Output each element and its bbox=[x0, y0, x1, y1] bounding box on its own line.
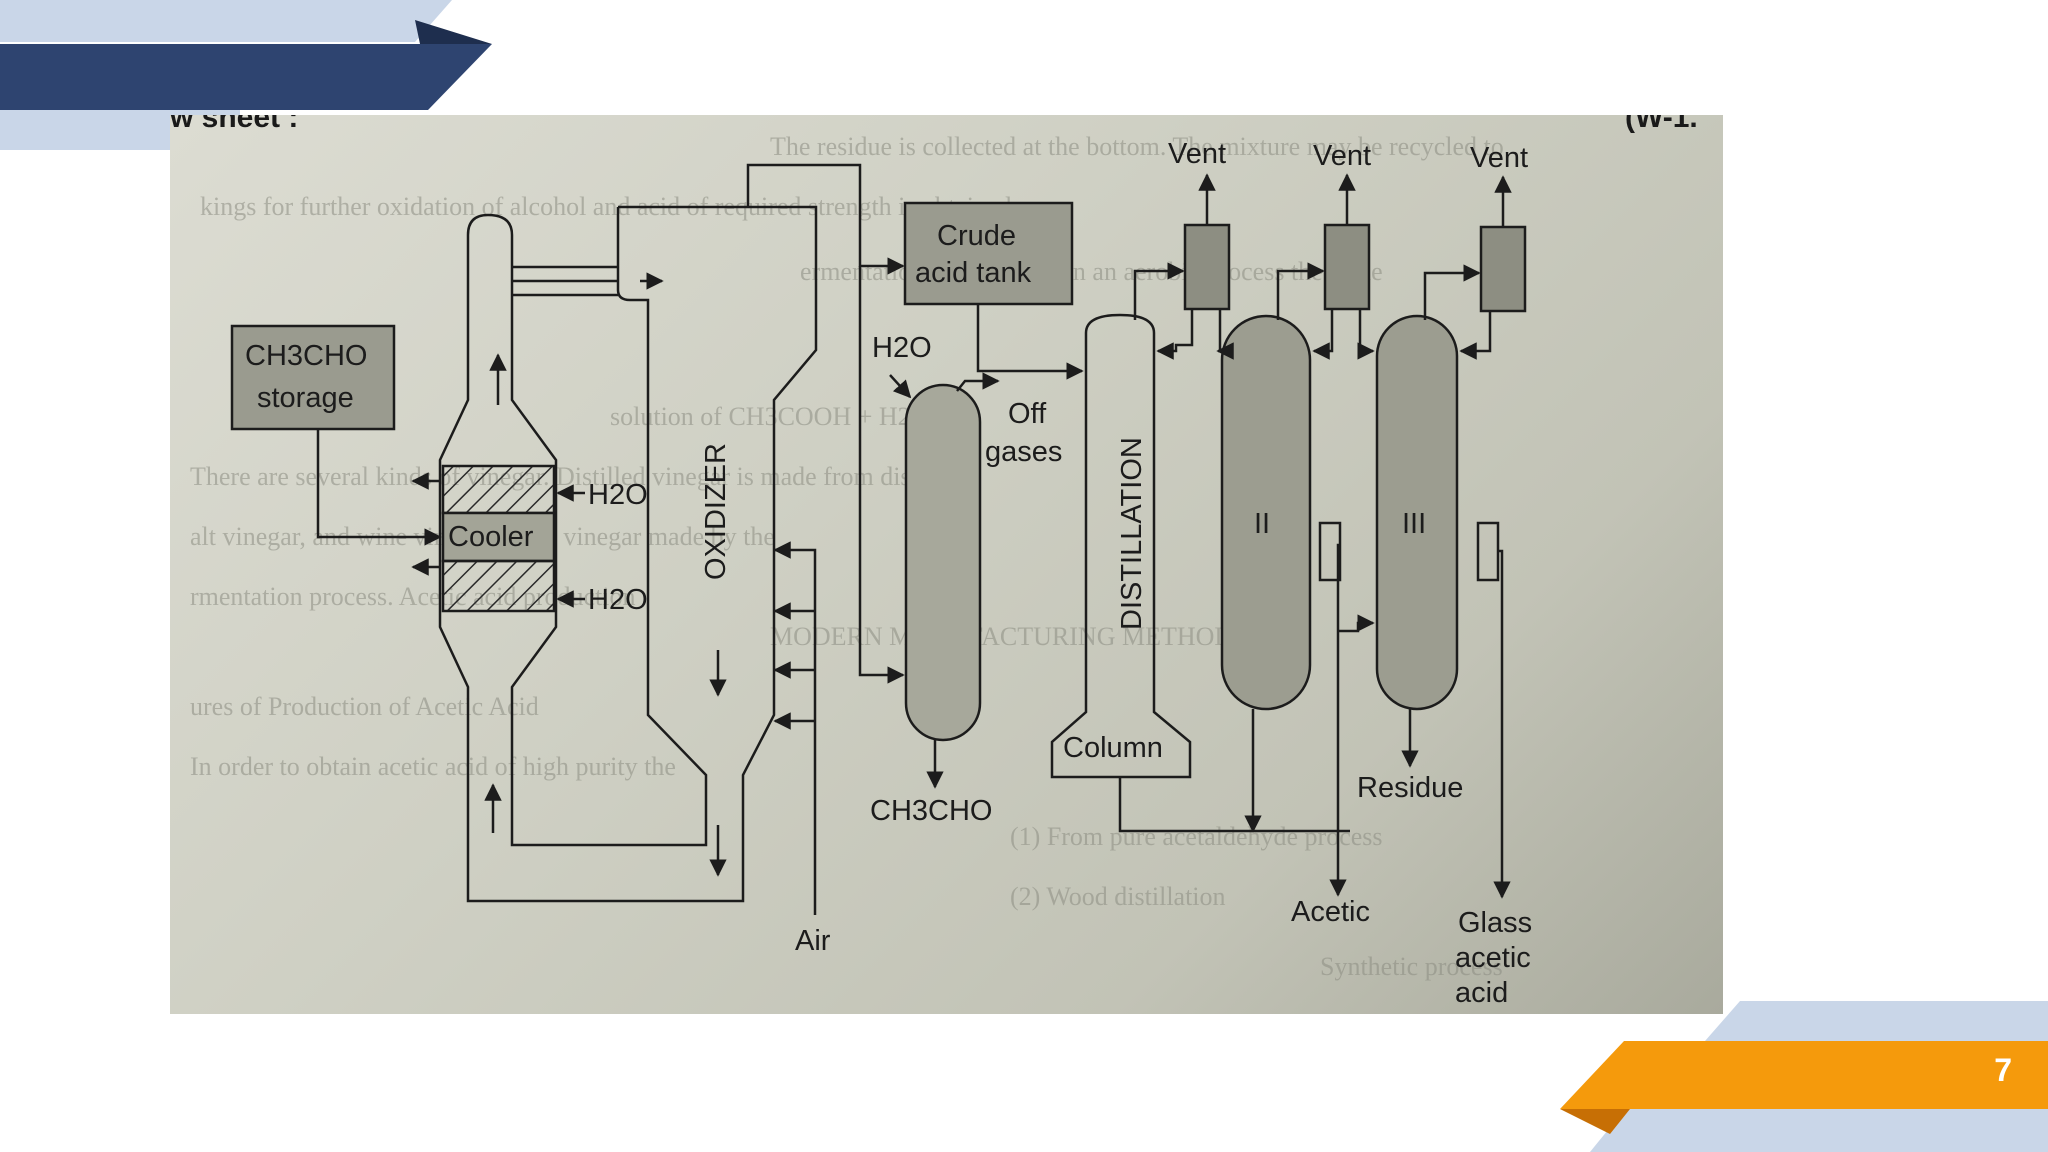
condenser-1-reflux bbox=[1156, 309, 1194, 360]
distillation-label: DISTILLATION bbox=[1116, 437, 1148, 630]
column-iii-side-draw bbox=[1476, 521, 1500, 582]
storage-label-1: CH3CHO bbox=[245, 340, 367, 372]
ch3cho-storage-tank bbox=[230, 324, 396, 431]
ghost-line: There are several kinds of vinegar. Dist… bbox=[190, 462, 964, 491]
column-ii-vessel bbox=[1220, 314, 1312, 711]
column-ii-to-condenser-line bbox=[1276, 262, 1325, 320]
cooler-upper-hatch bbox=[441, 464, 556, 515]
water-label-1: H2O bbox=[588, 479, 648, 511]
cooler-label: Cooler bbox=[448, 521, 534, 553]
ghost-line: The residue is collected at the bottom. … bbox=[770, 132, 1504, 161]
oxidizer-vessel bbox=[618, 205, 818, 805]
separator-product-label: CH3CHO bbox=[870, 795, 992, 827]
condenser-2 bbox=[1323, 223, 1371, 311]
photo-top-text: w sheet : bbox=[170, 115, 298, 134]
bottom-right-orange-fold bbox=[1560, 1109, 1630, 1134]
column-iii-to-condenser-line bbox=[1423, 264, 1481, 320]
ghost-line: rmentation process. Acetic acid producti… bbox=[190, 582, 635, 611]
glass-label-3: acid bbox=[1455, 977, 1508, 1009]
storage-label-2: storage bbox=[257, 382, 354, 414]
acetic-label: Acetic bbox=[1291, 896, 1370, 928]
reactor-vessel-left bbox=[438, 235, 745, 903]
ghost-line: (1) From pure acetaldehyde process bbox=[1010, 822, 1383, 851]
ghost-line: (2) Wood distillation bbox=[1010, 882, 1226, 911]
ghost-line: kings for further oxidation of alcohol a… bbox=[200, 192, 1012, 221]
glass-acid-outlet-line bbox=[1493, 549, 1511, 899]
top-left-light-ribbon bbox=[0, 0, 452, 42]
ghost-line: ures of Production of Acetic Acid bbox=[190, 692, 539, 721]
oxidizer-label: OXIDIZER bbox=[700, 443, 732, 580]
column-ii-side-draw bbox=[1318, 521, 1342, 582]
condenser-1 bbox=[1183, 223, 1231, 311]
separator-vessel bbox=[904, 383, 982, 742]
vent-label-3: Vent bbox=[1470, 142, 1528, 174]
condenser-1-to-col-ii bbox=[1216, 309, 1234, 360]
column-iii-vessel bbox=[1375, 314, 1459, 711]
vent-label-2: Vent bbox=[1313, 140, 1371, 172]
crude-tank-label-2: acid tank bbox=[915, 257, 1032, 289]
bottom-right-orange-ribbon bbox=[1560, 1041, 2048, 1109]
ghost-line: In order to obtain acetic acid of high p… bbox=[190, 752, 676, 781]
air-supply-line bbox=[773, 541, 817, 915]
bottom-right-light-ribbon-lower bbox=[1590, 1109, 2048, 1152]
crude-tank-label-1: Crude bbox=[937, 220, 1016, 252]
separator-off-gas-line bbox=[956, 372, 1000, 392]
vent-label-1: Vent bbox=[1168, 138, 1226, 170]
oxidizer-top-outlet-line bbox=[746, 163, 905, 275]
column-label: Column bbox=[1063, 732, 1163, 764]
off-gases-label-1: Off bbox=[1008, 398, 1047, 430]
storage-to-cooler-line bbox=[316, 429, 442, 546]
acetic-outlet-line bbox=[1329, 543, 1347, 897]
top-left-dark-fold bbox=[415, 20, 492, 44]
crude-acid-tank bbox=[903, 201, 1074, 306]
top-left-navy-ribbon bbox=[0, 44, 492, 110]
glass-label-1: Glass bbox=[1458, 907, 1532, 939]
distillation-column bbox=[1050, 313, 1192, 779]
cooler-lower-hatch bbox=[441, 559, 556, 613]
residue-label: Residue bbox=[1357, 772, 1463, 804]
condenser-2-reflux bbox=[1312, 309, 1334, 360]
flow-sheet-photo: The residue is collected at the bottom. … bbox=[170, 115, 1723, 1014]
ghost-line: MODERN MANUFACTURING METHODS bbox=[770, 622, 1248, 651]
process-flow-diagram: The residue is collected at the bottom. … bbox=[170, 115, 1698, 1009]
condenser-2-to-col-iii bbox=[1357, 309, 1375, 360]
condenser-3-reflux bbox=[1459, 311, 1492, 360]
page-number: 7 bbox=[1994, 1052, 2012, 1088]
distillation-to-condenser-line bbox=[1133, 262, 1185, 320]
column-iii-label: III bbox=[1402, 508, 1426, 540]
ghost-line: solution of CH3COOH + H2O bbox=[610, 402, 929, 431]
separator-water-label: H2O bbox=[872, 332, 932, 364]
off-gases-label-2: gases bbox=[985, 436, 1062, 468]
separator-water-in bbox=[889, 374, 912, 399]
oxidizer-vessel-left bbox=[616, 207, 708, 805]
glass-label-2: acetic bbox=[1455, 942, 1531, 974]
crude-to-distillation-line bbox=[976, 304, 1084, 380]
oxidizer-to-separator-line bbox=[858, 266, 905, 684]
column-ii-to-iii-feed bbox=[1338, 614, 1375, 633]
reactor-vessel bbox=[466, 213, 708, 847]
column-ii-label: II bbox=[1254, 508, 1270, 540]
water-label-2: H2O bbox=[588, 584, 648, 616]
air-label: Air bbox=[795, 925, 831, 957]
condenser-3 bbox=[1479, 225, 1527, 313]
distillation-bottoms-line bbox=[1118, 777, 1350, 833]
bottom-right-light-ribbon bbox=[1705, 1001, 2048, 1041]
ghost-line: Synthetic process bbox=[1320, 952, 1503, 981]
photo-top-right-text: (W-1. bbox=[1625, 115, 1698, 134]
